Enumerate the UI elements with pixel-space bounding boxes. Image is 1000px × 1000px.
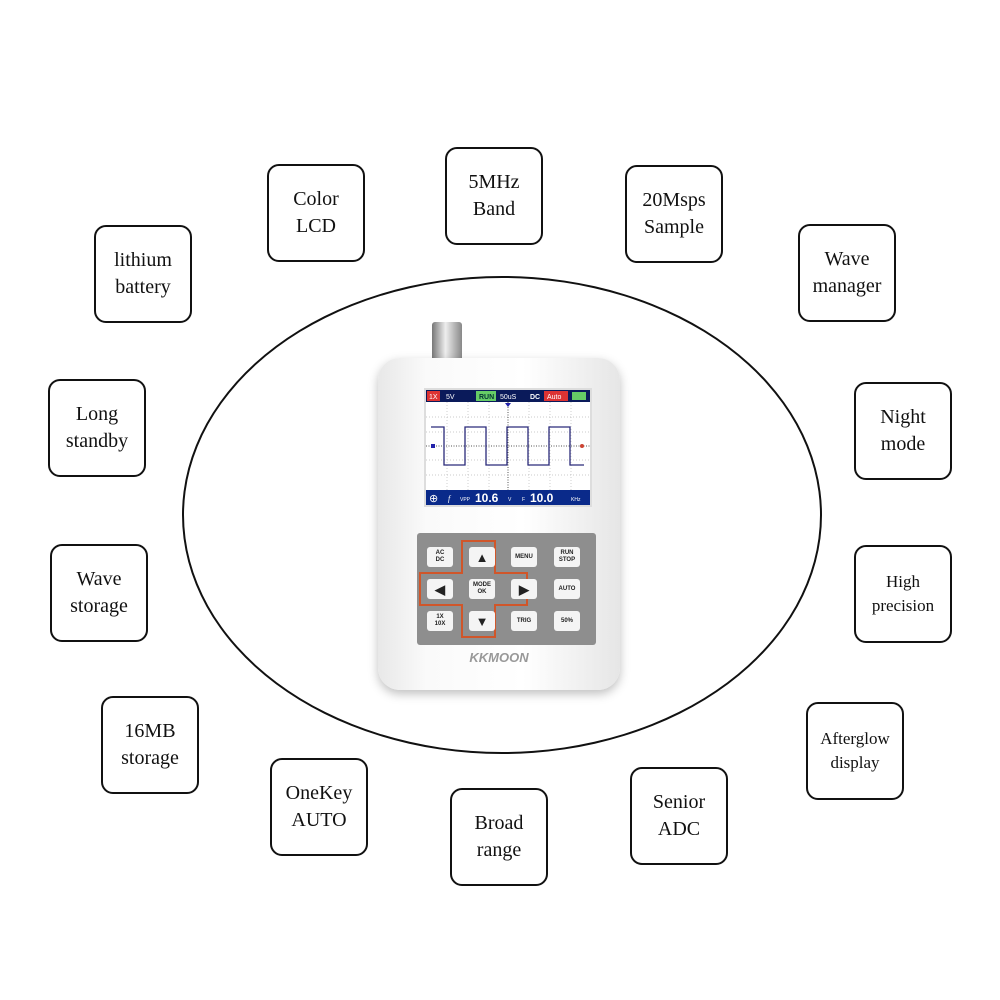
trig-button[interactable]: TRIG xyxy=(511,611,537,631)
feature-label: Long standby xyxy=(65,403,129,452)
1x-10x-button[interactable]: 1X 10X xyxy=(427,611,453,631)
feature-box-lithium-battery: lithium battery xyxy=(94,225,192,323)
feature-box-16mb-storage: 16MB storage xyxy=(101,696,199,794)
feature-label: Broad range xyxy=(474,812,524,861)
square-wave-trace xyxy=(431,426,584,466)
feature-label: Wave manager xyxy=(812,248,882,297)
timebase-label: 50uS xyxy=(500,394,517,401)
freq-label: F xyxy=(522,497,525,503)
feature-box-color-lcd: Color LCD xyxy=(267,164,365,262)
menu-button[interactable]: MENU xyxy=(511,547,537,567)
oscilloscope-device: 1X 5V RUN 50uS DC Auto ⊕ f VPP 10.6 V F … xyxy=(378,358,620,690)
mode-ok-button[interactable]: MODE OK xyxy=(469,579,495,599)
channel-marker xyxy=(431,444,435,448)
feature-label: Afterglow display xyxy=(820,729,890,772)
run-state: RUN xyxy=(479,394,494,401)
ac-dc-button[interactable]: AC DC xyxy=(427,547,453,567)
bnc-connector xyxy=(432,322,462,362)
trigger-mode-label: Auto xyxy=(547,394,562,401)
feature-box-20msps-sample: 20Msps Sample xyxy=(625,165,723,263)
feature-label: 5MHz Band xyxy=(468,171,520,220)
keypad: AC DC ▲ MENU RUN STOP ◀ MODE OK ▶ AUTO 1X 10X ▼ TR… xyxy=(417,533,596,645)
up-arrow-button[interactable]: ▲ xyxy=(469,547,495,567)
feature-box-high-precision: High precision xyxy=(854,545,952,643)
trigger-edge-icon: f xyxy=(448,494,452,503)
feature-box-wave-manager: Wave manager xyxy=(798,224,896,322)
right-arrow-button[interactable]: ▶ xyxy=(511,579,537,599)
feature-label: Color LCD xyxy=(293,188,339,237)
feature-box-5mhz-band: 5MHz Band xyxy=(445,147,543,245)
feature-box-senior-adc: Senior ADC xyxy=(630,767,728,865)
feature-label: High precision xyxy=(871,572,935,615)
feature-label: Night mode xyxy=(880,406,926,455)
50-percent-button[interactable]: 50% xyxy=(554,611,580,631)
feature-label: OneKey AUTO xyxy=(285,782,353,831)
feature-label: lithium battery xyxy=(114,249,172,298)
vpp-unit: V xyxy=(508,497,512,503)
brand-logo: KKMOON xyxy=(469,650,529,665)
trigger-position-marker xyxy=(505,403,511,407)
freq-value: 10.0 xyxy=(530,491,554,505)
trigger-level-marker xyxy=(580,444,584,448)
oscilloscope-screen: 1X 5V RUN 50uS DC Auto ⊕ f VPP 10.6 V F … xyxy=(424,388,592,507)
auto-button[interactable]: AUTO xyxy=(554,579,580,599)
volts-label: 5V xyxy=(446,394,455,401)
device-outline-ellipse xyxy=(182,276,822,754)
feature-box-broad-range: Broad range xyxy=(450,788,548,886)
feature-box-long-standby: Long standby xyxy=(48,379,146,477)
vpp-label: VPP xyxy=(460,497,471,503)
feature-box-wave-storage: Wave storage xyxy=(50,544,148,642)
crosshair-icon: ⊕ xyxy=(429,493,438,505)
coupling-label: DC xyxy=(530,394,540,401)
feature-label: Senior ADC xyxy=(652,791,706,840)
probe-label: 1X xyxy=(429,394,438,401)
vpp-value: 10.6 xyxy=(475,491,499,505)
feature-label: 16MB storage xyxy=(121,720,179,769)
feature-label: 20Msps Sample xyxy=(642,189,706,238)
run-stop-button[interactable]: RUN STOP xyxy=(554,547,580,567)
dpad-outline xyxy=(419,540,528,638)
freq-unit: KHz xyxy=(571,497,581,503)
feature-label: Wave storage xyxy=(70,568,128,617)
feature-box-afterglow-display: Afterglow display xyxy=(806,702,904,800)
left-arrow-button[interactable]: ◀ xyxy=(427,579,453,599)
feature-box-onekey-auto: OneKey AUTO xyxy=(270,758,368,856)
down-arrow-button[interactable]: ▼ xyxy=(469,611,495,631)
feature-box-night-mode: Night mode xyxy=(854,382,952,480)
battery-icon xyxy=(572,392,586,400)
